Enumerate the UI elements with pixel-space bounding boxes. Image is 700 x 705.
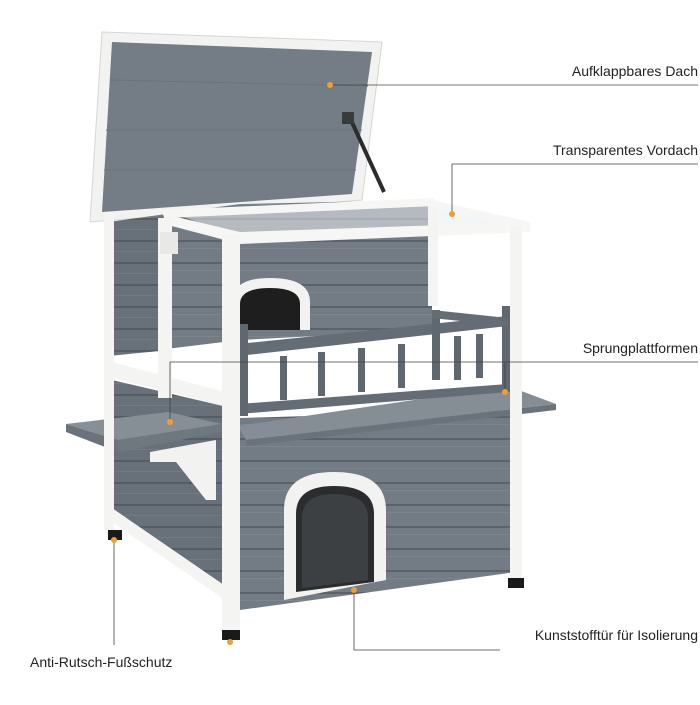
balcony-platform: [238, 386, 556, 446]
side-platform-dot: [167, 419, 173, 425]
platform-dot: [502, 389, 508, 395]
frame-posts: [104, 206, 522, 634]
upper-door-opening: [232, 278, 310, 330]
canopy-dot: [449, 211, 455, 217]
label-feet: Anti-Rutsch-Fußschutz: [30, 654, 173, 670]
roof-dot: [327, 82, 333, 88]
foot-dot-left: [111, 537, 117, 543]
foot-dot-front: [227, 639, 233, 645]
roof-strut: [342, 112, 386, 193]
label-platforms: Sprungplattformen: [582, 340, 698, 356]
balcony-railing: [236, 306, 514, 416]
callout-dots: [111, 82, 508, 645]
label-canopy: Transparentes Vordach: [552, 142, 698, 158]
roof-lid: [89, 31, 383, 223]
anti-slip-feet: [108, 530, 524, 640]
label-door: Kunststofftür für Isolierung: [534, 627, 698, 643]
callout-lines: [113, 84, 698, 651]
door-dot: [351, 587, 357, 593]
lower-door: [284, 472, 386, 600]
canopy-frame: [162, 198, 530, 244]
label-roof: Aufklappbares Dach: [571, 63, 698, 79]
